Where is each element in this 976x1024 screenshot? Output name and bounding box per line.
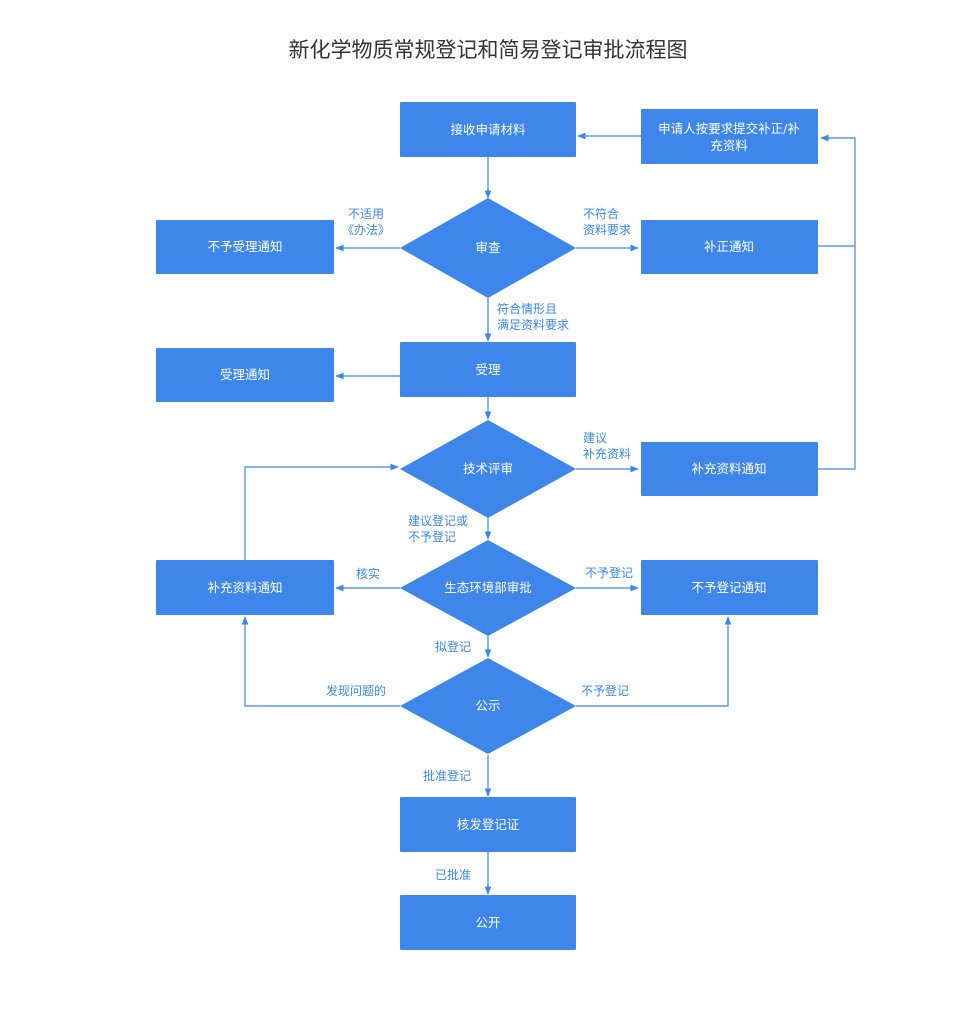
node-issue-cert: 核发登记证 [400, 797, 576, 852]
node-issue-cert-label: 核发登记证 [457, 817, 520, 832]
node-correction-label: 补正通知 [704, 239, 754, 254]
node-ministry-approval: 生态环境部审批 [400, 540, 576, 636]
node-correction: 补正通知 [641, 220, 818, 274]
node-reject-register: 不予登记通知 [641, 560, 818, 615]
label-suggest-register-2: 不予登记 [408, 529, 456, 544]
node-resubmit-label-2: 充资料 [710, 138, 748, 153]
label-not-compliant-1: 不符合 [583, 206, 619, 221]
edge-publicity-to-supplement-left [241, 616, 400, 707]
label-approved: 已批准 [435, 867, 471, 882]
node-supplement-left: 补充资料通知 [156, 560, 334, 615]
label-plan-register: 拟登记 [435, 639, 471, 654]
node-accept-label: 受理 [475, 362, 501, 377]
node-supplement-right: 补充资料通知 [641, 442, 818, 496]
label-not-applicable-2: 《办法》 [342, 222, 390, 237]
node-reject-register-label: 不予登记通知 [691, 580, 766, 595]
label-compliant-1: 符合情形且 [497, 301, 557, 316]
edge-supplement-left-to-tech-review [244, 463, 399, 560]
label-verify: 核实 [356, 566, 380, 581]
label-approve-register: 批准登记 [423, 768, 471, 783]
node-disclose: 公开 [400, 895, 576, 950]
node-publicity: 公示 [400, 658, 576, 754]
label-suggest-supplement-1: 建议 [583, 431, 607, 445]
edge-supplement-to-resubmit [818, 246, 856, 470]
edge-publicity-to-reject-register [576, 616, 732, 707]
node-accept-notice-label: 受理通知 [220, 367, 270, 382]
node-resubmit-label-1: 申请人按要求提交补正/补 [658, 121, 800, 136]
edge-labels: 不适用 《办法》 不符合 资料要求 符合情形且 满足资料要求 建议 补充资料 建… [326, 206, 633, 882]
node-publicity-label: 公示 [475, 698, 500, 713]
label-no-register-2: 不予登记 [581, 683, 629, 698]
nodes: 接收申请材料 申请人按要求提交补正/补 充资料 审查 不予受理通知 补正通知 受… [156, 102, 818, 950]
node-receive: 接收申请材料 [400, 102, 576, 157]
label-suggest-register-1: 建议登记或 [408, 513, 468, 528]
node-resubmit: 申请人按要求提交补正/补 充资料 [641, 109, 818, 164]
edges [241, 132, 856, 895]
node-receive-label: 接收申请材料 [450, 122, 526, 137]
node-reject-accept: 不予受理通知 [156, 220, 334, 274]
page-title: 新化学物质常规登记和简易登记审批流程图 [288, 38, 688, 62]
node-tech-review: 技术评审 [400, 420, 576, 518]
label-problem-found: 发现问题的 [326, 683, 386, 698]
edge-correction-to-resubmit [818, 134, 856, 247]
node-supplement-right-label: 补充资料通知 [691, 461, 766, 476]
label-no-register-1: 不予登记 [585, 565, 633, 580]
node-accept: 受理 [400, 342, 576, 397]
node-ministry-approval-label: 生态环境部审批 [444, 580, 532, 595]
node-tech-review-label: 技术评审 [463, 461, 513, 476]
node-accept-notice: 受理通知 [156, 348, 334, 402]
node-supplement-left-label: 补充资料通知 [207, 580, 282, 595]
node-review-label: 审查 [475, 240, 501, 255]
label-not-applicable-1: 不适用 [348, 207, 384, 221]
label-suggest-supplement-2: 补充资料 [583, 446, 631, 461]
node-disclose-label: 公开 [475, 915, 500, 930]
label-not-compliant-2: 资料要求 [583, 223, 631, 237]
label-compliant-2: 满足资料要求 [497, 318, 569, 332]
node-reject-accept-label: 不予受理通知 [207, 239, 282, 254]
node-review: 审查 [400, 198, 576, 298]
